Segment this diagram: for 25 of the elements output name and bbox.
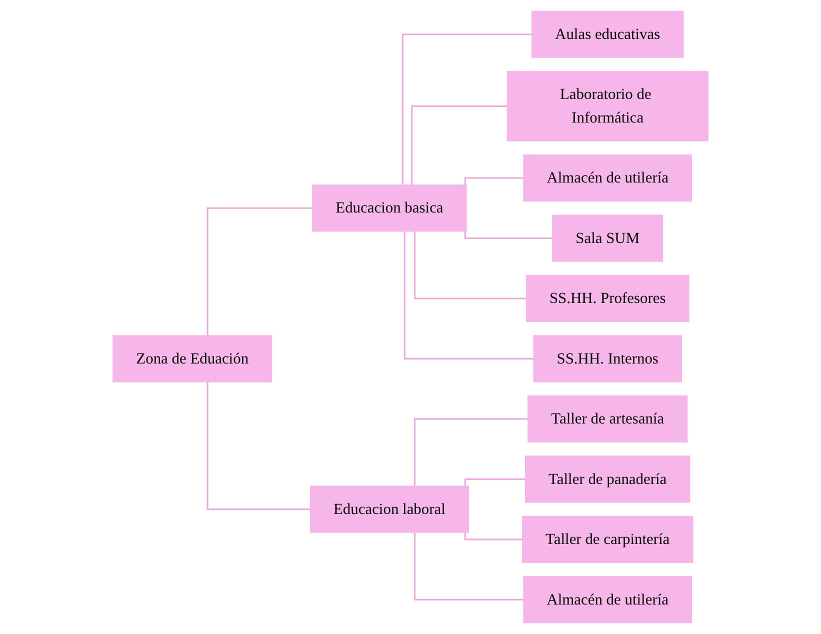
node-box: Taller de artesanía [528,395,688,442]
connector [404,231,534,360]
connector [414,532,524,600]
node-box: Taller de carpintería [522,516,694,563]
node-box: Laboratorio de Informática [506,71,708,142]
connector [206,382,310,510]
node-box: Zona de Eduación [112,335,272,382]
connector [402,34,532,185]
connector [464,478,526,486]
node-box: Aulas educativas [532,10,684,58]
node-box: Sala SUM [552,214,664,262]
connector [464,177,524,185]
node-box: SS.HH. Profesores [526,274,690,322]
connector [414,231,526,300]
node-box: Almacén de utilería [523,154,692,202]
node-box: Taller de panadería [524,456,690,503]
connector [464,231,552,239]
connector [411,105,508,185]
node-box: Almacén de utilería [523,576,692,624]
connector [206,207,312,336]
node-box: SS.HH. Internos [533,335,682,382]
node-box: Educacion laboral [310,486,469,533]
connector [464,532,522,540]
node-box: Educacion basica [312,184,467,232]
connector [414,418,528,486]
